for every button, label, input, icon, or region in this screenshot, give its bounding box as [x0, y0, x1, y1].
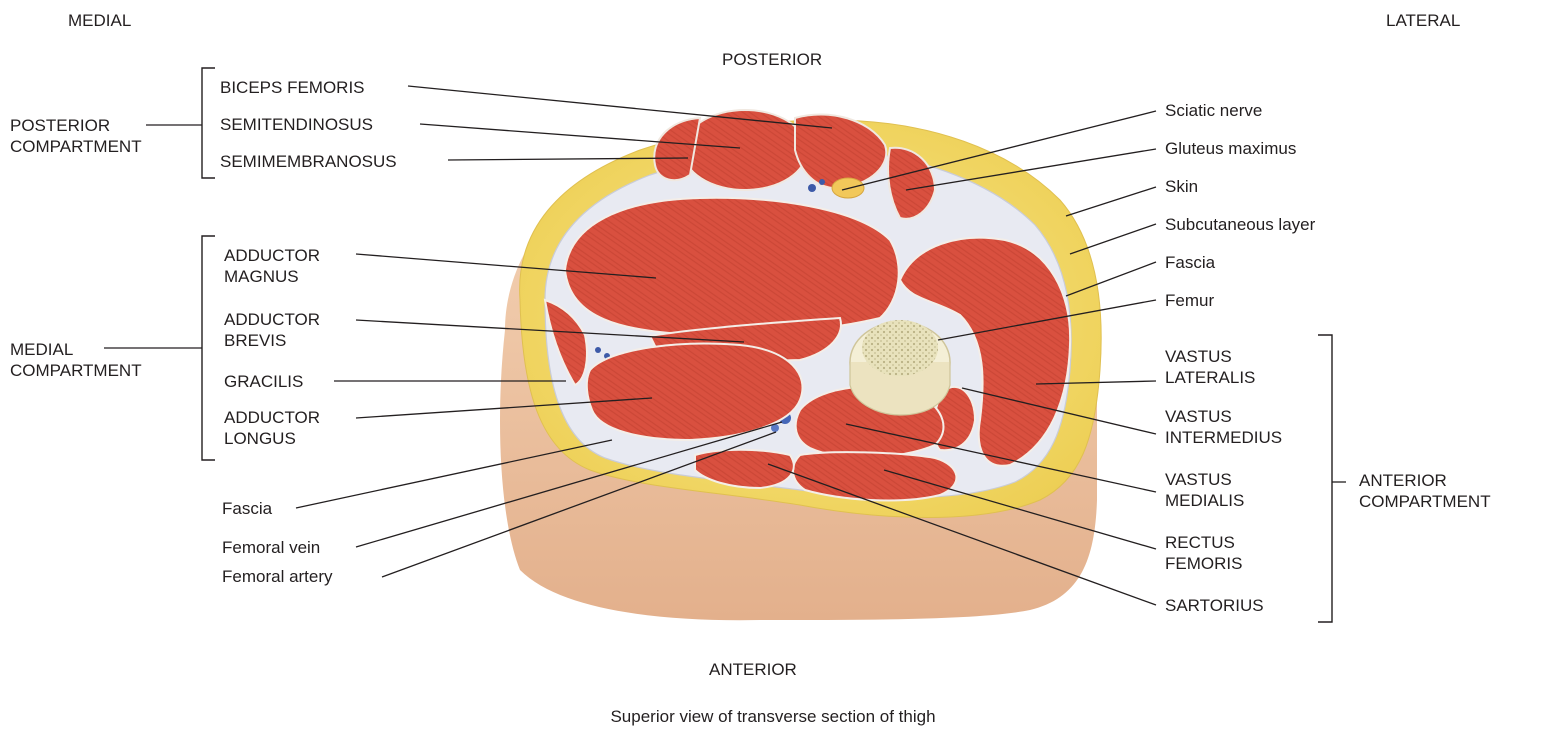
label-fascia-left: Fascia — [222, 498, 272, 519]
label-adductor-magnus-line1: ADDUCTOR — [224, 245, 320, 266]
anterior-compartment-line2: COMPARTMENT — [1359, 491, 1491, 512]
label-gluteus-maximus: Gluteus maximus — [1165, 138, 1296, 159]
orientation-posterior: POSTERIOR — [722, 49, 822, 70]
label-semitendinosus: SEMITENDINOSUS — [220, 114, 373, 135]
semitendinosus-shape — [683, 110, 807, 190]
medial-compartment-label: MEDIAL COMPARTMENT — [10, 339, 142, 381]
orientation-anterior: ANTERIOR — [709, 659, 797, 680]
posterior-compartment-line2: COMPARTMENT — [10, 136, 142, 157]
adductor-magnus-shape — [565, 198, 899, 335]
label-sciatic-nerve: Sciatic nerve — [1165, 100, 1262, 121]
label-gracilis: GRACILIS — [224, 371, 303, 392]
label-vastus-medialis-line2: MEDIALIS — [1165, 490, 1244, 511]
orientation-lateral: LATERAL — [1386, 10, 1460, 31]
label-fascia-right: Fascia — [1165, 252, 1215, 273]
posterior-compartment-line1: POSTERIOR — [10, 115, 142, 136]
medial-compartment-line1: MEDIAL — [10, 339, 142, 360]
rectus-femoris-shape — [793, 452, 956, 500]
label-semimembranosus: SEMIMEMBRANOSUS — [220, 151, 397, 172]
label-femur: Femur — [1165, 290, 1214, 311]
femur-bone — [850, 320, 950, 415]
label-adductor-brevis-line1: ADDUCTOR — [224, 309, 320, 330]
label-vastus-medialis-line1: VASTUS — [1165, 469, 1244, 490]
label-adductor-longus-line2: LONGUS — [224, 428, 320, 449]
anterior-compartment-label: ANTERIOR COMPARTMENT — [1359, 470, 1491, 512]
medial-compartment-line2: COMPARTMENT — [10, 360, 142, 381]
label-vastus-medialis: VASTUS MEDIALIS — [1165, 469, 1244, 511]
anterior-compartment-line1: ANTERIOR — [1359, 470, 1491, 491]
label-adductor-longus-line1: ADDUCTOR — [224, 407, 320, 428]
label-vastus-intermedius-line2: INTERMEDIUS — [1165, 427, 1282, 448]
label-vastus-lateralis-line2: LATERALIS — [1165, 367, 1255, 388]
label-adductor-magnus: ADDUCTOR MAGNUS — [224, 245, 320, 287]
label-adductor-magnus-line2: MAGNUS — [224, 266, 320, 287]
label-femoral-vein: Femoral vein — [222, 537, 320, 558]
label-rectus-femoris-line2: FEMORIS — [1165, 553, 1242, 574]
label-vastus-intermedius: VASTUS INTERMEDIUS — [1165, 406, 1282, 448]
label-sartorius: SARTORIUS — [1165, 595, 1264, 616]
label-rectus-femoris-line1: RECTUS — [1165, 532, 1242, 553]
label-rectus-femoris: RECTUS FEMORIS — [1165, 532, 1242, 574]
label-skin: Skin — [1165, 176, 1198, 197]
label-adductor-brevis-line2: BREVIS — [224, 330, 320, 351]
label-vastus-lateralis-line1: VASTUS — [1165, 346, 1255, 367]
figure-caption: Superior view of transverse section of t… — [0, 707, 1546, 727]
label-femoral-artery: Femoral artery — [222, 566, 333, 587]
label-biceps-femoris: BICEPS FEMORIS — [220, 77, 365, 98]
label-vastus-lateralis: VASTUS LATERALIS — [1165, 346, 1255, 388]
label-adductor-brevis: ADDUCTOR BREVIS — [224, 309, 320, 351]
label-subcutaneous-layer: Subcutaneous layer — [1165, 214, 1315, 235]
label-adductor-longus: ADDUCTOR LONGUS — [224, 407, 320, 449]
orientation-medial: MEDIAL — [68, 10, 131, 31]
label-vastus-intermedius-line1: VASTUS — [1165, 406, 1282, 427]
posterior-compartment-label: POSTERIOR COMPARTMENT — [10, 115, 142, 157]
